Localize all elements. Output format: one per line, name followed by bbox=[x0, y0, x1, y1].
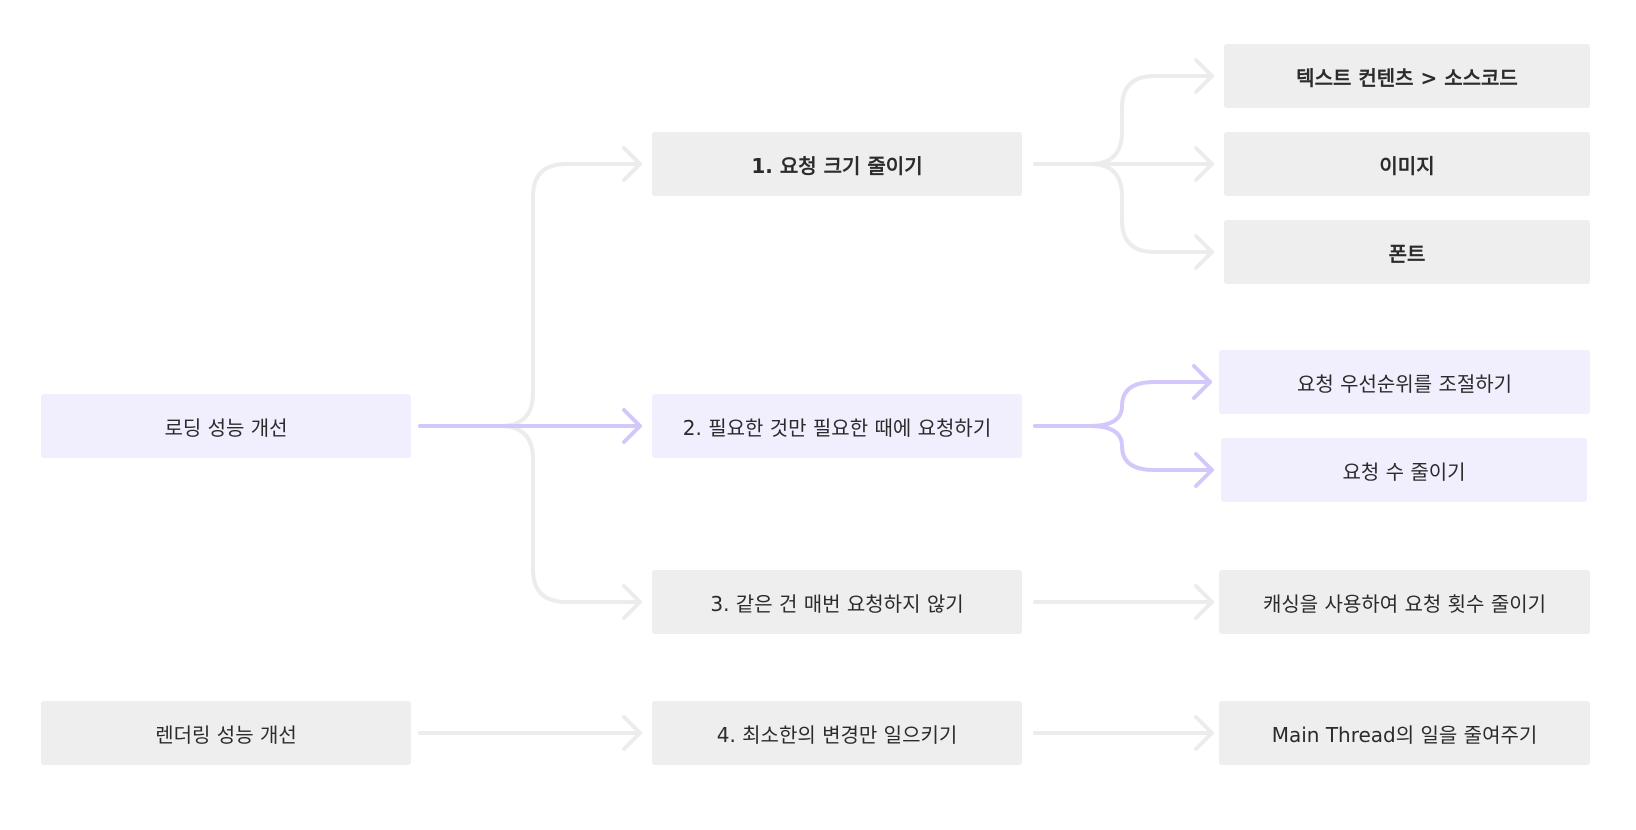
arrowhead-font bbox=[1194, 234, 1214, 270]
root-rendering-performance: 렌더링 성능 개선 bbox=[41, 701, 411, 765]
arrowhead-caching bbox=[1194, 584, 1214, 620]
arrowhead-s1 bbox=[622, 146, 642, 182]
connector-loading-to-s3 bbox=[418, 424, 642, 604]
arrowhead-s2 bbox=[622, 408, 642, 444]
arrowhead-s3 bbox=[622, 584, 642, 620]
connector-s1-to-font bbox=[1033, 162, 1214, 254]
arrowhead-text bbox=[1194, 58, 1214, 94]
arrowhead-main-thread bbox=[1194, 715, 1214, 751]
arrowhead-reduce-count bbox=[1194, 452, 1214, 488]
detail-image: 이미지 bbox=[1224, 132, 1590, 196]
strategy-request-when-needed: 2. 필요한 것만 필요한 때에 요청하기 bbox=[652, 394, 1022, 458]
strategy-reduce-request-size: 1. 요청 크기 줄이기 bbox=[652, 132, 1022, 196]
strategy-avoid-repeat-requests: 3. 같은 건 매번 요청하지 않기 bbox=[652, 570, 1022, 634]
arrowhead-s4 bbox=[622, 715, 642, 751]
connector-s1-to-text bbox=[1033, 74, 1214, 166]
root-loading-performance: 로딩 성능 개선 bbox=[41, 394, 411, 458]
detail-main-thread: Main Thread의 일을 줄여주기 bbox=[1219, 701, 1590, 765]
detail-request-priority: 요청 우선순위를 조절하기 bbox=[1219, 350, 1590, 414]
connector-loading-to-s1 bbox=[418, 162, 642, 428]
detail-caching: 캐싱을 사용하여 요청 횟수 줄이기 bbox=[1219, 570, 1590, 634]
connector-s2-to-reduce-count bbox=[1033, 424, 1214, 472]
strategy-minimal-changes: 4. 최소한의 변경만 일으키기 bbox=[652, 701, 1022, 765]
detail-font: 폰트 bbox=[1224, 220, 1590, 284]
arrowhead-priority bbox=[1192, 364, 1212, 400]
connector-s2-to-priority bbox=[1033, 380, 1212, 428]
detail-reduce-request-count: 요청 수 줄이기 bbox=[1221, 438, 1587, 502]
arrowhead-image bbox=[1194, 146, 1214, 182]
detail-text-content: 텍스트 컨텐츠 > 소스코드 bbox=[1224, 44, 1590, 108]
